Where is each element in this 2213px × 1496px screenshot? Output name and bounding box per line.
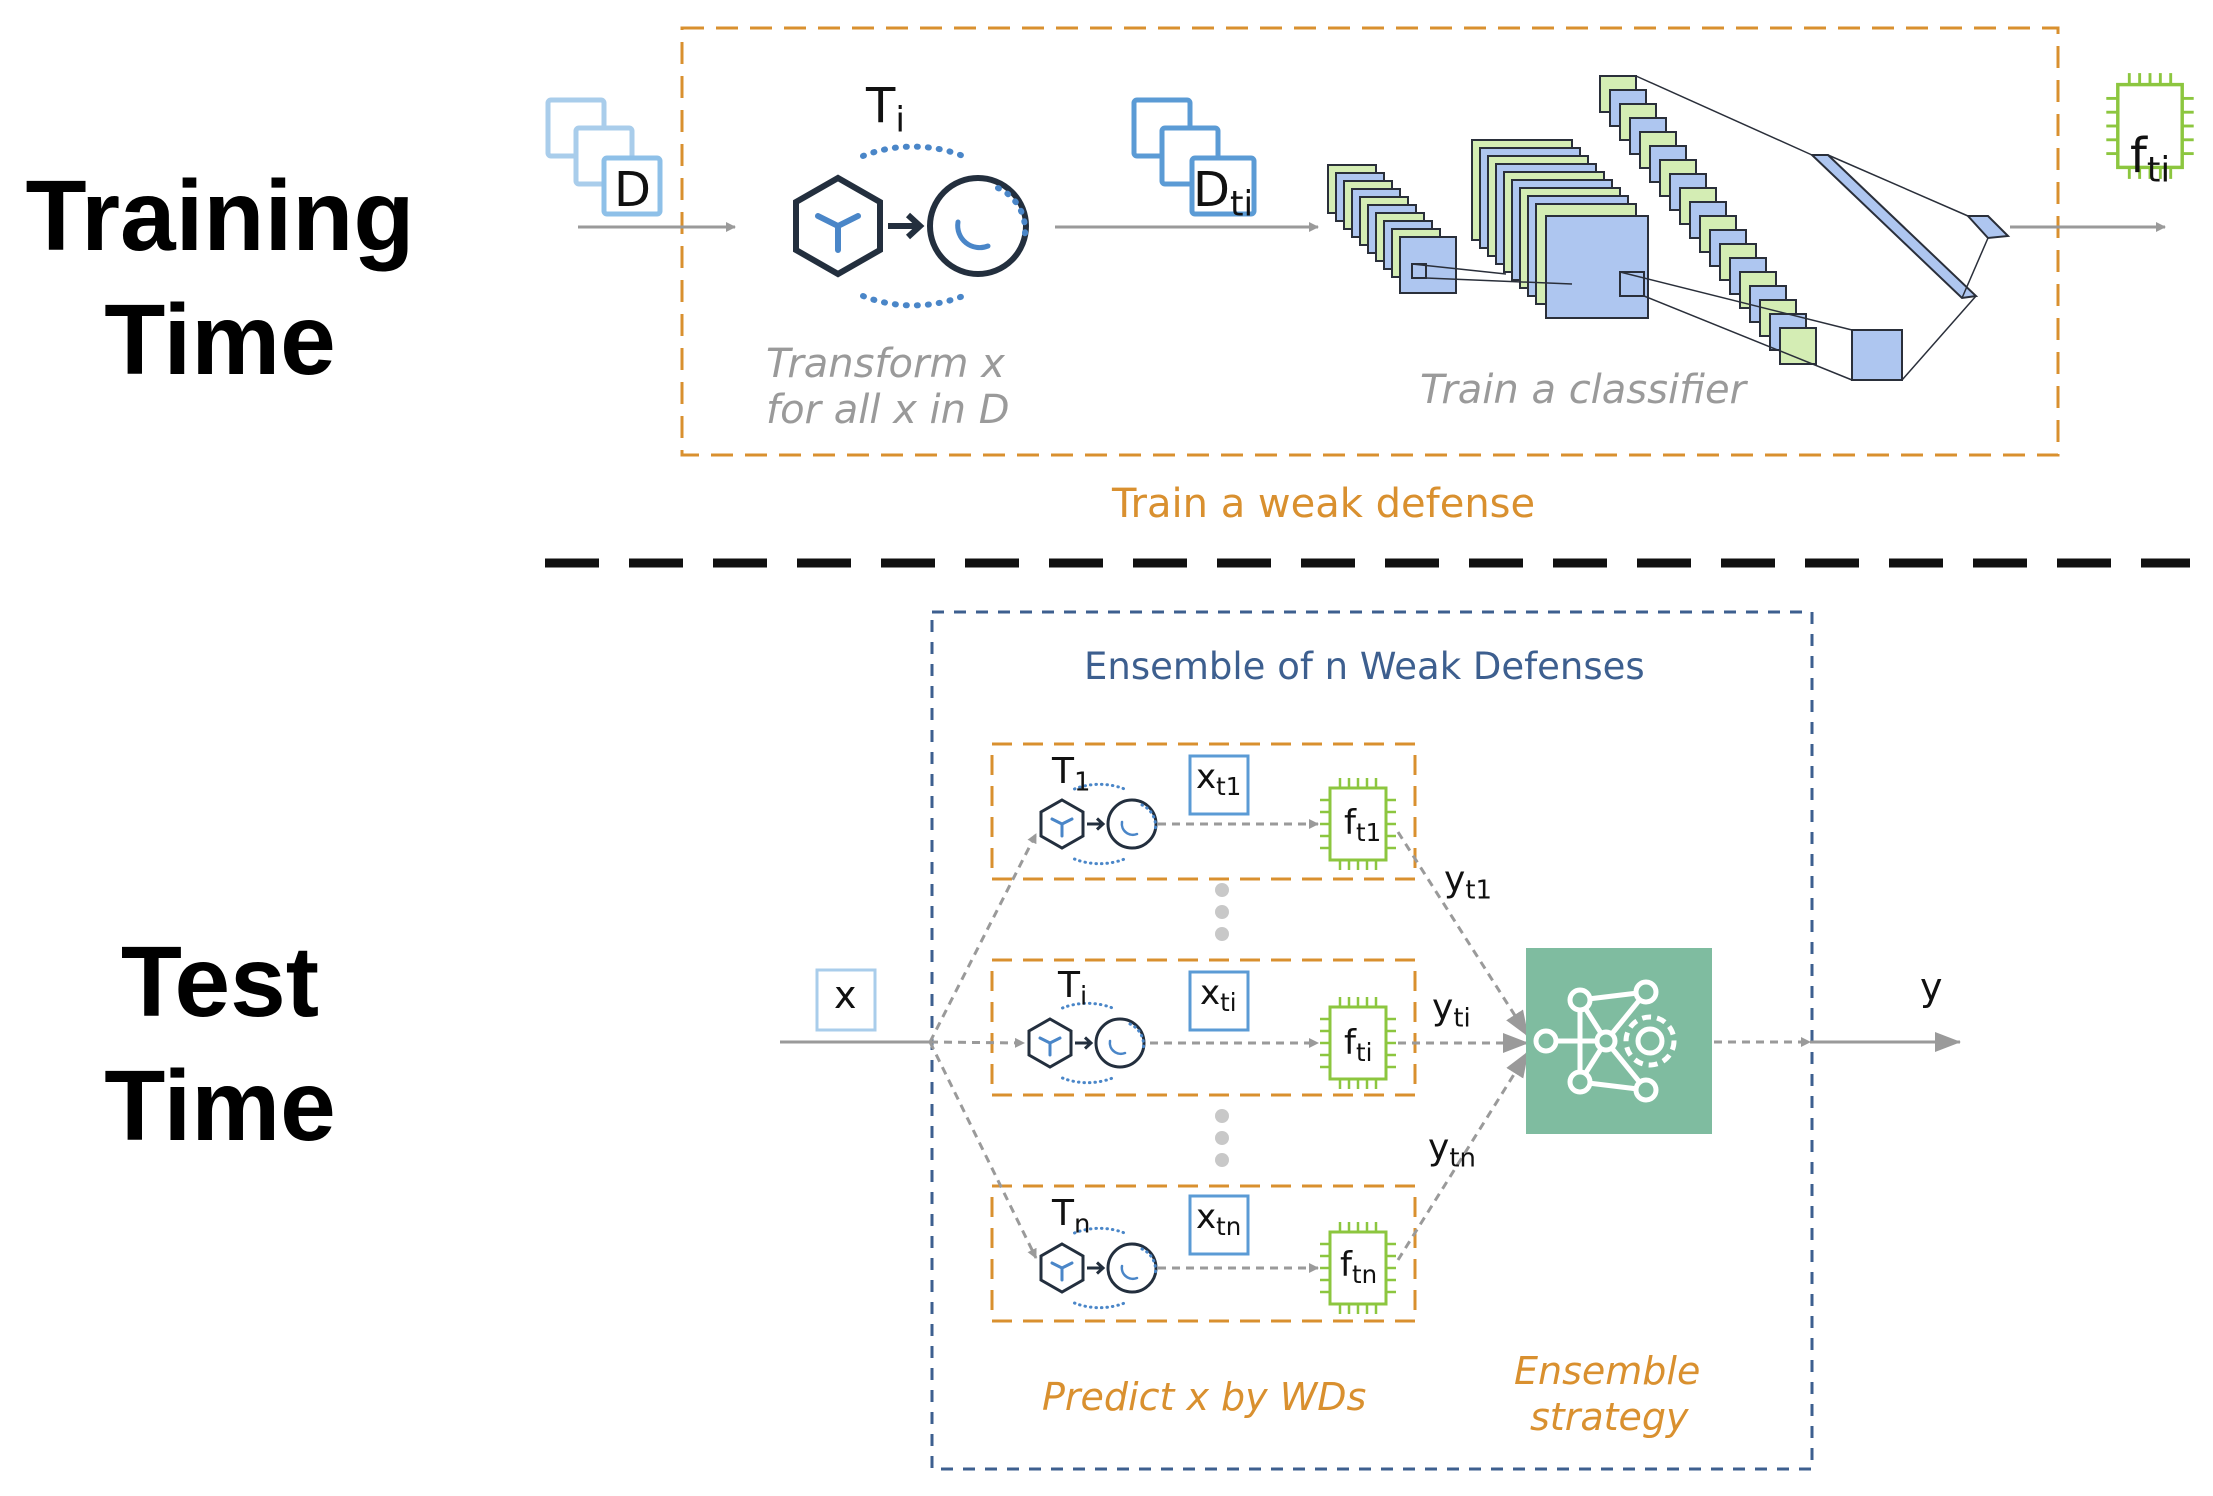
wd-row-1 xyxy=(990,742,1417,881)
transformed-dataset-label: Dti xyxy=(1193,162,1254,225)
y-label-row-i: yti xyxy=(1432,987,1471,1034)
x-box-n xyxy=(1188,1194,1250,1256)
ensemble-title: Ensemble of n Weak Defenses xyxy=(1084,645,1645,688)
x-box-i xyxy=(1188,970,1250,1032)
training-time-title-line2: Time xyxy=(104,284,336,396)
wd-row-n xyxy=(990,1184,1417,1323)
f-label-row-1: ft1 xyxy=(1344,803,1382,847)
t-label-row-1: T1 xyxy=(1052,751,1091,798)
ellipsis-dots xyxy=(1215,883,1229,1167)
x-label-row-1: xt1 xyxy=(1196,757,1242,801)
weak-defense-caption: Train a weak defense xyxy=(1112,481,1536,527)
x-label-row-n: xtn xyxy=(1196,1197,1242,1241)
dataset-label: D xyxy=(614,162,651,218)
fan-out-arrows xyxy=(928,833,1038,1259)
y-label-row-1: yt1 xyxy=(1444,859,1492,906)
transformed-dataset-stack-icon xyxy=(1131,97,1257,217)
f-label-row-i: fti xyxy=(1344,1023,1373,1067)
transform-caption-line2: for all x in D xyxy=(766,387,1010,433)
transform-icon xyxy=(1039,782,1158,866)
f-label-row-n: ftn xyxy=(1340,1245,1378,1289)
test-time-title-line1: Test xyxy=(120,926,320,1038)
weak-defense-box xyxy=(680,26,2060,457)
weak-defense-output-label: fti xyxy=(2130,128,2171,191)
transform-caption-line1: Transform x xyxy=(766,341,1005,387)
transform-icon xyxy=(1027,1001,1146,1085)
ensemble-strategy-icon xyxy=(1526,948,1712,1134)
predict-caption: Predict x by WDs xyxy=(1042,1375,1367,1419)
input-x-box xyxy=(815,968,877,1032)
transform-icon xyxy=(796,147,1026,306)
input-x-label: x xyxy=(834,973,857,1017)
wd-row-i xyxy=(990,958,1417,1097)
strategy-caption-line2: strategy xyxy=(1530,1395,1689,1439)
classifier-caption: Train a classifier xyxy=(1420,367,1746,413)
cnn-classifier-icon xyxy=(1327,75,2011,381)
strategy-caption-line1: Ensemble xyxy=(1514,1349,1701,1393)
y-label-row-n: ytn xyxy=(1428,1127,1476,1174)
test-time-title-line2: Time xyxy=(104,1050,336,1162)
t-label-row-i: Ti xyxy=(1058,965,1088,1012)
fan-in-arrows xyxy=(1396,831,1530,1261)
dataset-stack-icon xyxy=(545,97,663,217)
transform-symbol: Ti xyxy=(866,78,905,141)
output-y-label: y xyxy=(1920,965,1943,1009)
training-time-title-line1: Training xyxy=(25,160,415,272)
transform-icon xyxy=(1039,1226,1158,1310)
x-box-1 xyxy=(1188,754,1250,816)
t-label-row-n: Tn xyxy=(1052,1193,1091,1240)
x-label-row-i: xti xyxy=(1200,973,1237,1017)
